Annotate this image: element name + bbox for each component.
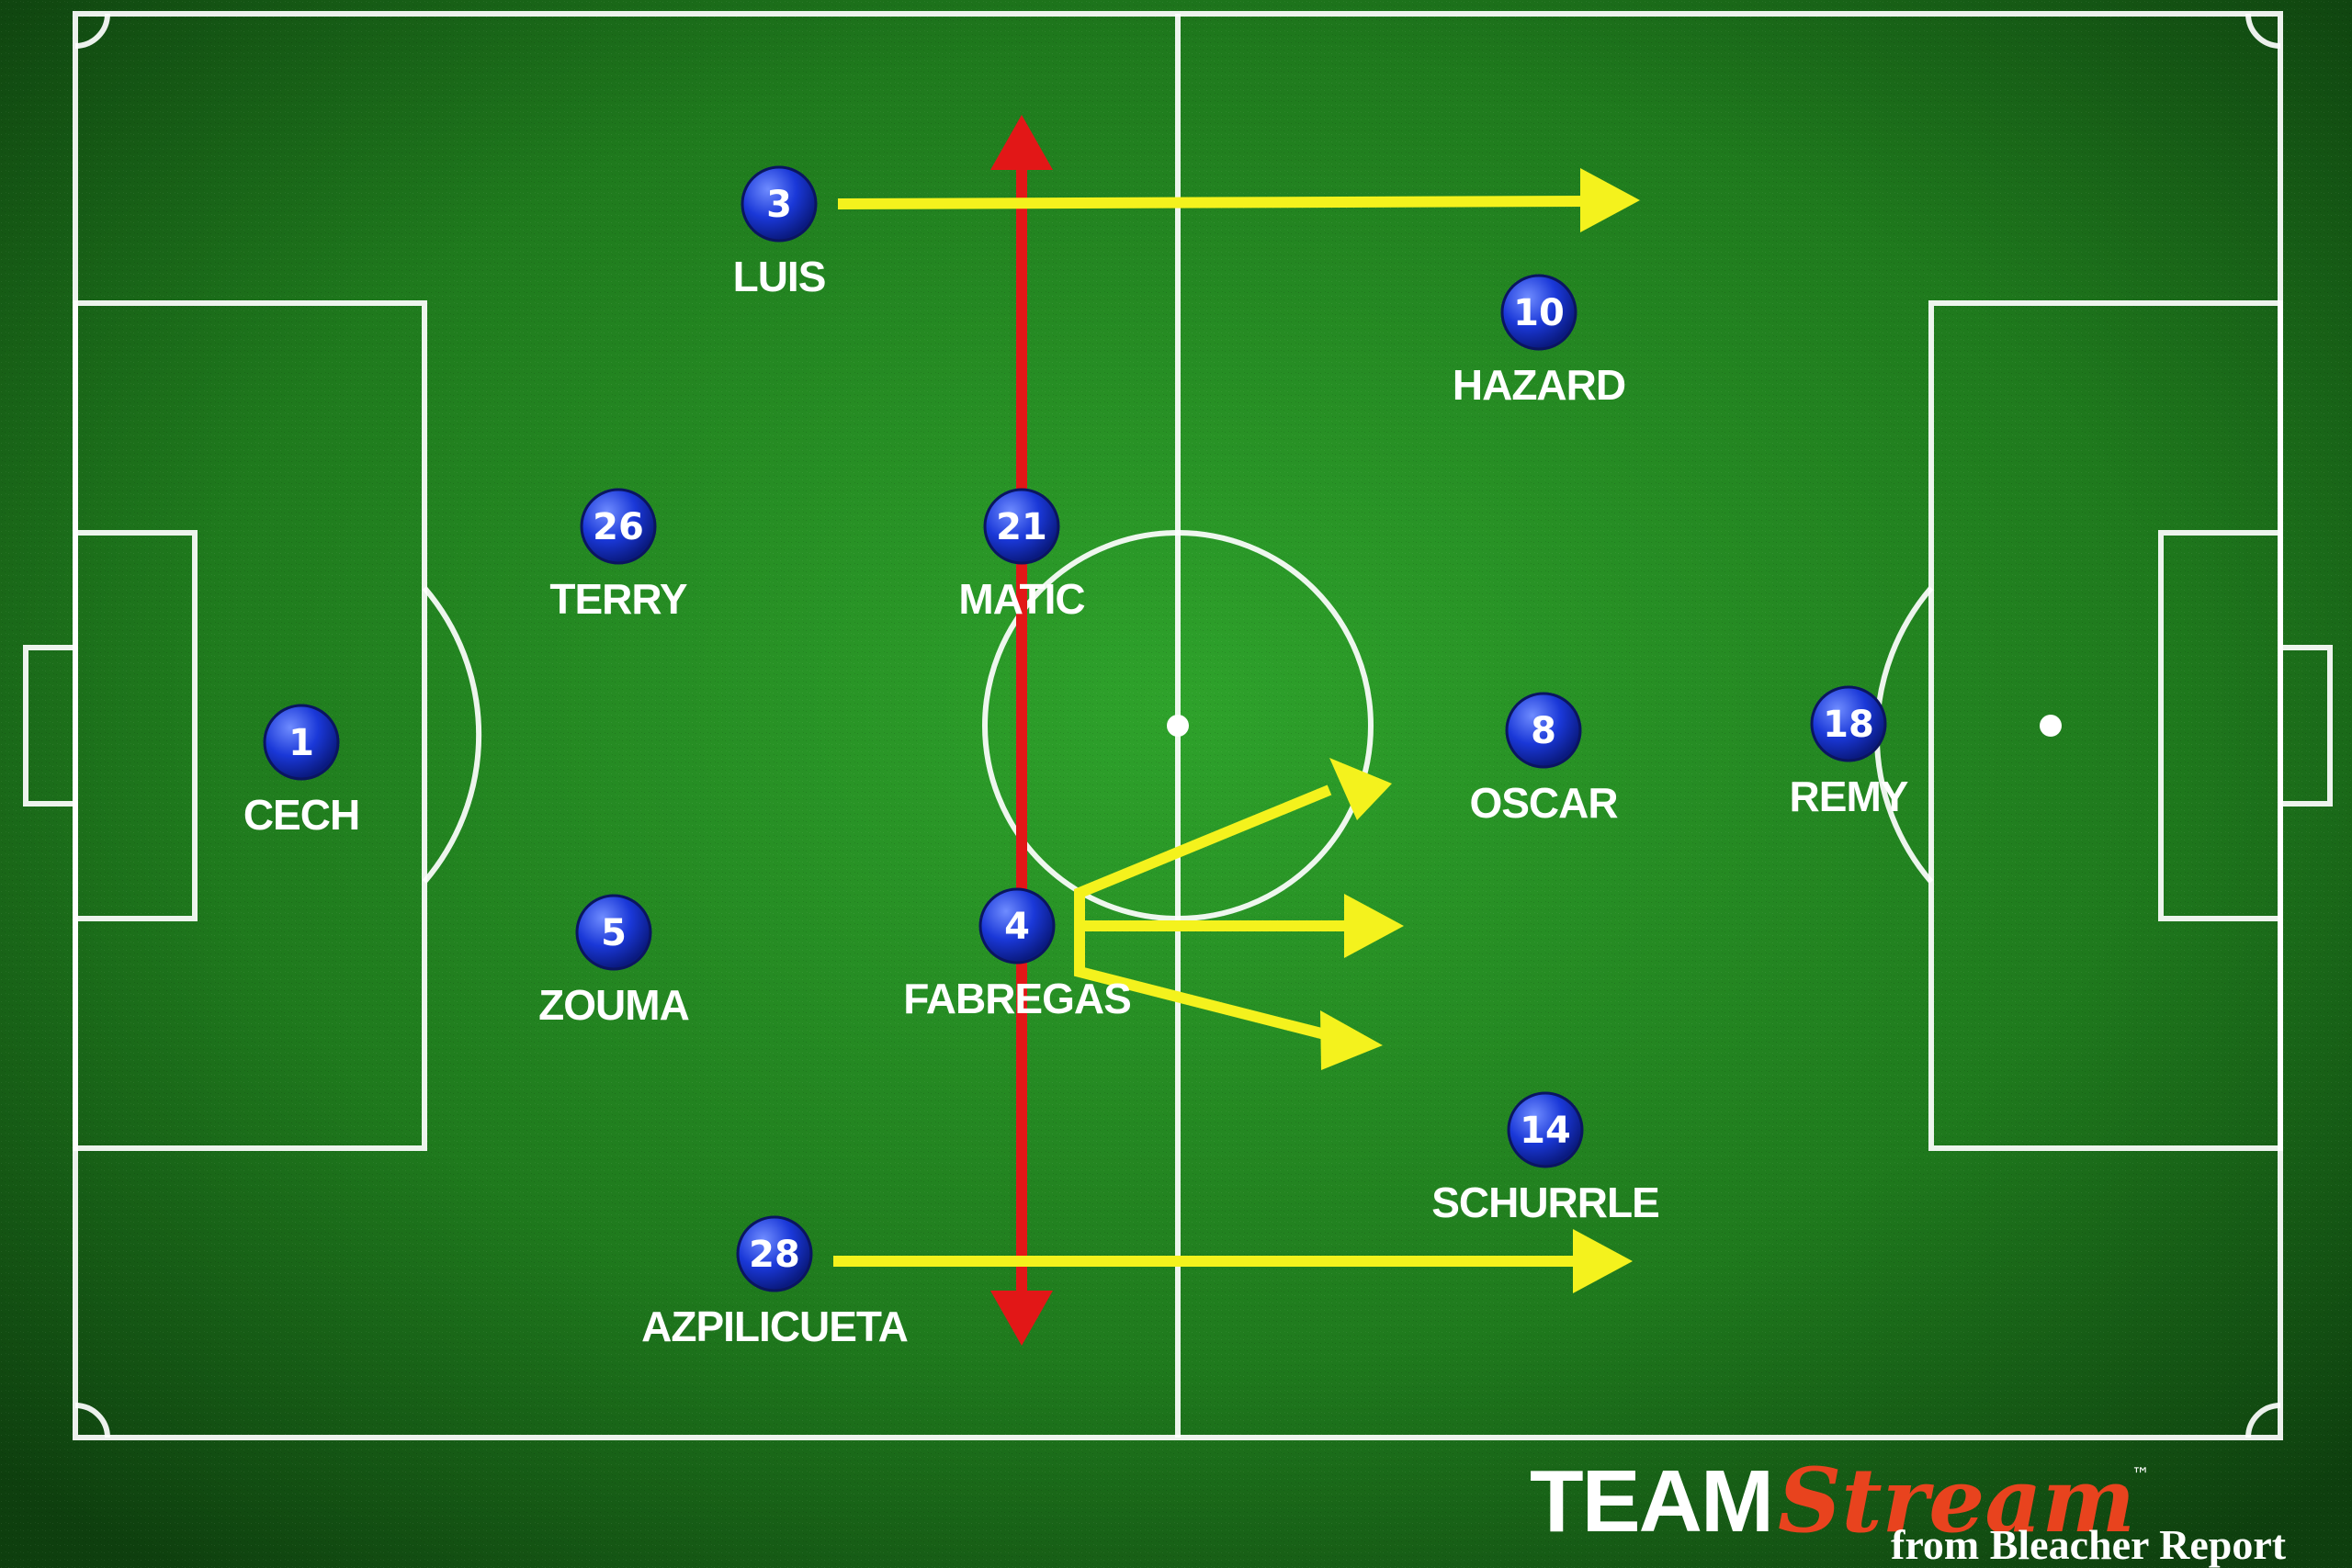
player-number: 1 (288, 722, 314, 764)
brand-from-text: from Bleacher Report (1891, 1521, 2287, 1568)
player-name: ZOUMA (538, 981, 689, 1029)
player-marker (741, 165, 818, 243)
player-number: 5 (601, 912, 627, 954)
player-number: 10 (1513, 292, 1565, 334)
player-number: 14 (1520, 1110, 1571, 1152)
movement-arrows (833, 115, 1640, 1346)
player-name: FABREGAS (903, 975, 1131, 1022)
arrow-red-head-up (990, 115, 1053, 170)
player-name: OSCAR (1469, 779, 1618, 827)
player-name: AZPILICUETA (641, 1303, 908, 1350)
player-marker (1505, 692, 1582, 769)
player-name: MATIC (958, 575, 1084, 623)
left-penalty-arc (422, 586, 482, 884)
brand-stream-text: Stream (1778, 1449, 2135, 1552)
right-penalty-spot (2040, 715, 2062, 737)
player-marker (1507, 1091, 1584, 1168)
arrow-yellow-luis-head (1580, 168, 1640, 232)
corner-arc-top-right (2245, 13, 2281, 49)
player-marker (1500, 274, 1577, 351)
pitch-markings (23, 11, 2333, 1440)
left-goal (23, 645, 78, 807)
arrow-yellow-fabregas-fan (1074, 784, 1334, 1042)
player-marker (1810, 685, 1887, 762)
player-marker (580, 488, 657, 565)
centre-spot (1167, 715, 1189, 737)
centre-circle (982, 530, 1374, 921)
player-marker (978, 887, 1056, 964)
player-number: 21 (996, 506, 1047, 548)
player-number: 3 (766, 184, 792, 226)
corner-arc-top-left (74, 13, 110, 49)
brand-team-text: TEAM (1530, 1452, 1772, 1551)
player-marker (575, 894, 652, 971)
player-number: 28 (749, 1234, 800, 1276)
team-stream-logo: TEAM Stream ™ from Bleacher Report (1530, 1449, 2287, 1568)
player-name: CECH (243, 791, 359, 839)
player-marker (983, 488, 1060, 565)
arrow-yellow-luis-shaft (837, 196, 1590, 209)
player-marker (736, 1215, 813, 1292)
player-marker (263, 704, 340, 781)
player-number: 26 (593, 506, 644, 548)
arrow-yellow-fabregas-head-lower (1320, 1010, 1383, 1070)
arrow-red-head-down (990, 1291, 1053, 1346)
right-goal (2278, 645, 2333, 807)
player-name: TERRY (549, 575, 687, 623)
corner-arc-bottom-left (74, 1403, 110, 1438)
brand-trademark: ™ (2132, 1463, 2150, 1485)
player-name: SCHURRLE (1431, 1179, 1659, 1226)
player-name: LUIS (733, 253, 826, 300)
arrow-yellow-fabregas-head-mid (1344, 894, 1404, 958)
player-number: 18 (1823, 704, 1874, 746)
player-name: HAZARD (1453, 361, 1625, 409)
arrow-yellow-fabregas-head-upper (1329, 758, 1392, 820)
player-number: 8 (1531, 710, 1556, 752)
player-number: 4 (1004, 906, 1030, 948)
corner-arc-bottom-right (2245, 1403, 2281, 1438)
arrow-yellow-azpilicueta-head (1573, 1229, 1633, 1293)
player-name: REMY (1790, 773, 1908, 820)
